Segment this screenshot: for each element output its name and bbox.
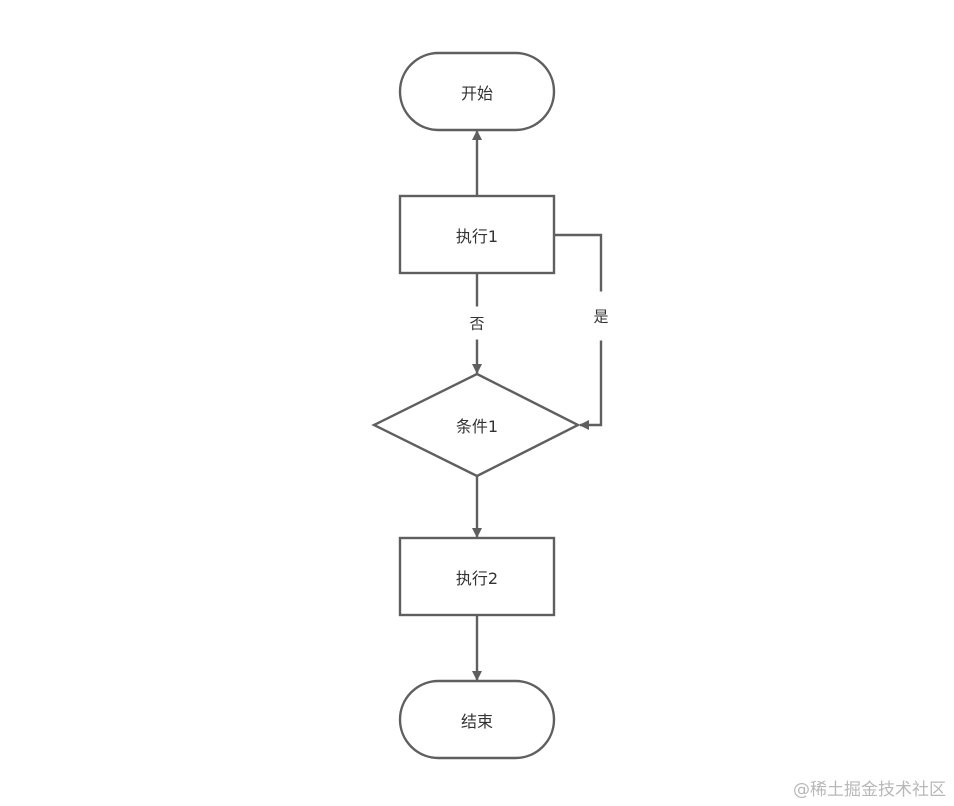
exec2-node-label: 执行2 xyxy=(455,569,499,588)
edge-label-no: 否 xyxy=(469,306,485,340)
end-node-shape xyxy=(398,679,556,760)
edge-label-yes: 是 xyxy=(593,291,609,341)
cond1-node-label: 条件1 xyxy=(455,417,499,436)
exec1-node-label: 执行1 xyxy=(455,227,499,246)
end-node-label: 结束 xyxy=(460,712,494,731)
watermark: @稀土掘金技术社区 xyxy=(793,780,946,800)
exec1-node-shape xyxy=(398,194,556,275)
start-node-label: 开始 xyxy=(460,84,494,103)
